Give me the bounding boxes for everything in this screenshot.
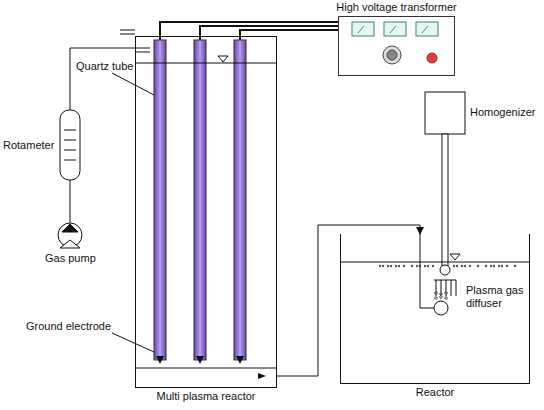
electric-wire: [160, 22, 338, 360]
reactor-vessel: Multi plasma reactor: [135, 36, 277, 388]
bubble: [453, 265, 455, 267]
gas-pump-symbol: [58, 223, 82, 248]
bubble: [435, 297, 438, 300]
rotameter-symbol: [60, 110, 80, 180]
node-label: High voltage transformer: [336, 1, 456, 14]
bubble: [411, 265, 413, 267]
bubble: [440, 293, 443, 296]
gas-pipe: [277, 225, 420, 376]
bubble: [440, 296, 443, 299]
bubble: [427, 265, 429, 267]
bubble: [435, 292, 438, 295]
bubble: [424, 265, 426, 267]
part-label: Ground electrode: [26, 320, 111, 333]
bubble: [514, 265, 516, 267]
bubble: [506, 265, 508, 267]
bubble: [485, 265, 487, 267]
bubble: [390, 265, 392, 267]
part-label: Gas pump: [45, 252, 96, 265]
node-label: Multi plasma reactor: [156, 390, 255, 403]
bubble: [445, 297, 448, 300]
part-label: Rotameter: [3, 139, 54, 152]
bubble: [382, 265, 384, 267]
part-label: Homogenizer: [470, 106, 535, 119]
electrode-arrow: [156, 356, 244, 364]
leader-line: [112, 73, 154, 352]
bubble: [461, 265, 463, 267]
part-label: Quartz tube: [76, 60, 133, 73]
reactor-beaker: Reactor: [340, 234, 530, 384]
bubble: [432, 265, 434, 267]
bubble: [416, 265, 418, 267]
bubble: [445, 292, 448, 295]
bubble: [464, 265, 466, 267]
gas-line: [70, 30, 150, 223]
diffuser-symbol: [420, 234, 448, 315]
water-level: [136, 56, 276, 368]
transformer-box: High voltage transformer: [338, 16, 455, 76]
bubble: [398, 265, 400, 267]
bubble: [493, 265, 495, 267]
quartz-tube: [154, 40, 246, 360]
bubble: [379, 265, 381, 267]
bubble: [469, 265, 471, 267]
bubble: [490, 265, 492, 267]
bubble: [456, 265, 458, 267]
flow-arrow: [258, 373, 266, 379]
transformer-panel: [352, 22, 438, 64]
bubble: [395, 265, 397, 267]
bubble: [387, 265, 389, 267]
part-label: Plasma gas diffuser: [466, 284, 540, 309]
bubble: [477, 265, 479, 267]
node-label: Reactor: [416, 386, 455, 399]
bubble: [498, 265, 500, 267]
bubble: [403, 265, 405, 267]
bubble: [501, 265, 503, 267]
beaker-water: [341, 254, 529, 262]
homogenizer-symbol: [425, 92, 465, 296]
